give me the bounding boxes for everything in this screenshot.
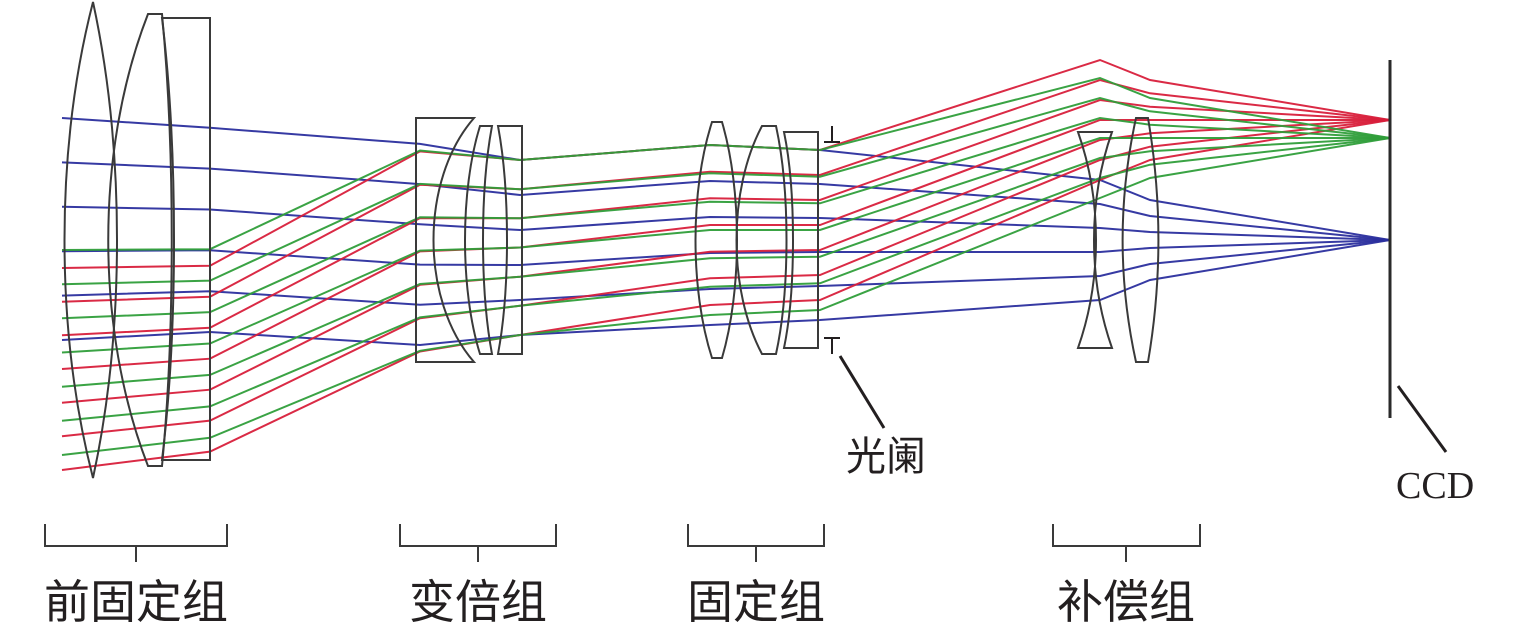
fixed-lens-2: [735, 125, 788, 355]
zoom-group-lenses: [415, 117, 523, 363]
zoom-lens-1: [415, 117, 477, 363]
aperture-leader-line: [838, 355, 886, 429]
green-ray-1: [61, 76, 1391, 251]
red-ray-2: [61, 78, 1391, 303]
red-ray-5: [61, 119, 1391, 404]
green-ray-2: [61, 96, 1391, 286]
front-lens-3: [160, 17, 211, 461]
compensation-group-label: 补偿组: [1057, 575, 1195, 629]
front-fixed-group-label: 前固定组: [44, 575, 228, 629]
fixed-lens-1: [694, 121, 738, 359]
zoom-group-label: 变倍组: [409, 575, 547, 629]
ccd-label: CCD: [1396, 465, 1474, 507]
red-ray-6: [61, 119, 1391, 438]
fixed-lens-3: [782, 131, 819, 349]
aperture-stop: [824, 126, 840, 354]
blue-ray-2: [61, 161, 1391, 241]
red-ray-3: [61, 98, 1391, 337]
fixed-group-lenses: [694, 121, 819, 359]
green-ray-7: [61, 137, 1391, 456]
green-ray-6: [61, 137, 1391, 422]
compensation-group-lenses: [1076, 117, 1160, 363]
red-ray-4: [61, 119, 1390, 370]
ray-bundle-blue: [61, 117, 1391, 347]
ray-bundle-green: [61, 76, 1391, 456]
bracket-zoom-group: [399, 524, 557, 562]
blue-ray-3: [61, 205, 1391, 241]
front-fixed-group-lenses: [63, 1, 211, 479]
bracket-compensation-group: [1052, 524, 1201, 562]
compensation-lens-1: [1076, 131, 1114, 349]
zoom-lens-3: [496, 125, 523, 355]
green-ray-5: [61, 137, 1391, 388]
ray-bundle-red: [61, 58, 1391, 471]
blue-ray-5: [61, 239, 1391, 306]
red-ray-1: [61, 58, 1391, 269]
bracket-fixed-group: [687, 524, 825, 562]
zoom-lens-2: [464, 125, 494, 355]
compensation-lens-2: [1121, 117, 1160, 363]
fixed-group-label: 固定组: [687, 575, 825, 629]
ccd-leader-line: [1396, 385, 1448, 453]
aperture-label: 光阑: [846, 434, 926, 480]
green-ray-3: [61, 116, 1391, 320]
blue-ray-4: [61, 239, 1391, 267]
front-lens-2: [107, 13, 173, 467]
bracket-front-fixed-group: [44, 524, 228, 562]
blue-ray-6: [61, 239, 1391, 347]
red-ray-7: [61, 119, 1391, 471]
green-ray-4: [61, 137, 1390, 354]
